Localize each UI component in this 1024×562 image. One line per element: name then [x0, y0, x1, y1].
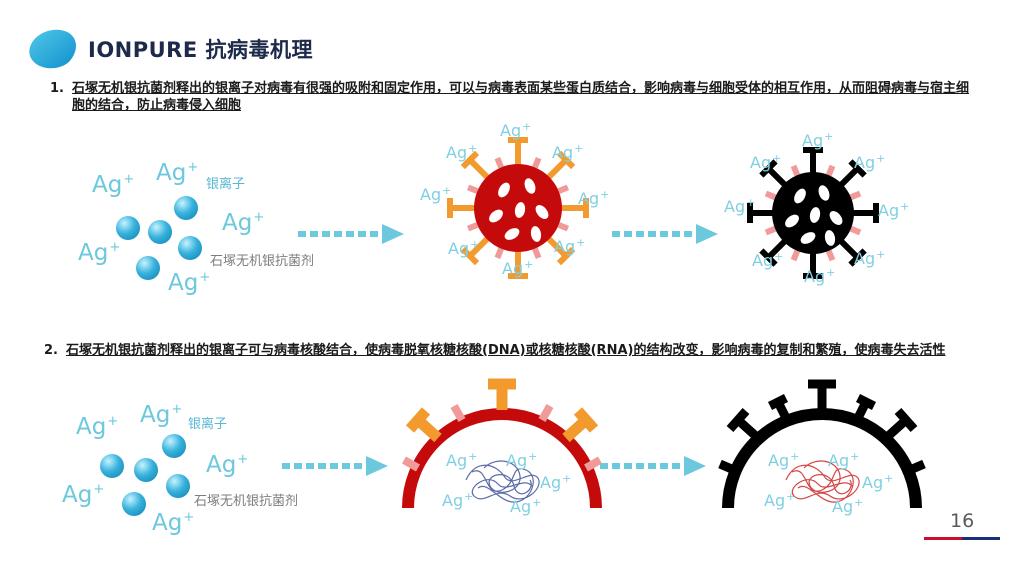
virus-half-inactive-icon: [718, 379, 926, 509]
silver-ion-label: Ag+: [768, 450, 800, 470]
silver-ion-label: Ag+: [554, 236, 586, 256]
logo-blob-icon: [29, 29, 77, 69]
silver-ion-label: Ag+: [442, 490, 474, 510]
silver-particle: [116, 216, 140, 240]
silver-ion-label: Ag+: [152, 510, 195, 536]
virus-active-icon: [447, 137, 589, 279]
silver-ion-label: Ag+: [206, 452, 249, 478]
silver-ion-label: Ag+: [552, 142, 584, 162]
silver-ion-label: Ag+: [502, 258, 534, 278]
dotted-arrow-icon: [282, 456, 388, 476]
silver-ion-label: Ag+: [446, 450, 478, 470]
antibacterial-agent-caption: 石塚无机银抗菌剂: [194, 494, 299, 509]
footer-bar-blue: [962, 537, 1000, 540]
dotted-arrow-icon: [600, 456, 706, 476]
point-text: 石塚无机银抗菌剂释出的银离子对病毒有很强的吸附和固定作用，可以与病毒表面某些蛋白…: [72, 81, 970, 113]
point-text: 石塚无机银抗菌剂释出的银离子可与病毒核酸结合，使病毒脱氧核糖核酸(DNA)或核糖…: [66, 343, 946, 358]
silver-ion-label: Ag+: [506, 450, 538, 470]
silver-ion-label: Ag+: [862, 472, 894, 492]
antibacterial-agent-caption: 石塚无机银抗菌剂: [210, 254, 315, 269]
silver-ion-label: Ag+: [78, 240, 121, 266]
silver-ion-label: Ag+: [724, 196, 756, 216]
silver-ion-label: Ag+: [420, 184, 452, 204]
silver-ion-label: Ag+: [92, 172, 135, 198]
silver-ion-label: Ag+: [764, 490, 796, 510]
point-number: 1.: [50, 81, 64, 96]
silver-ion-label: Ag+: [854, 152, 886, 172]
page-title: IONPURE 抗病毒机理: [88, 38, 314, 62]
silver-ion-label: Ag+: [578, 188, 610, 208]
dna-strand-icon: [785, 460, 860, 503]
silver-ion-label: Ag+: [62, 482, 105, 508]
silver-particle: [166, 474, 190, 498]
point-number: 2.: [44, 343, 58, 358]
silver-ion-label: Ag+: [878, 200, 910, 220]
dna-strand-icon: [465, 460, 540, 503]
silver-ion-label: Ag+: [510, 496, 542, 516]
silver-ion-label: Ag+: [76, 414, 119, 440]
silver-ion-label: Ag+: [832, 496, 864, 516]
silver-ion-label: Ag+: [222, 210, 265, 236]
silver-ion-label: Ag+: [168, 270, 211, 296]
silver-particle: [174, 196, 198, 220]
silver-ion-label: Ag+: [140, 402, 183, 428]
silver-ion-label: Ag+: [540, 472, 572, 492]
silver-particle: [134, 458, 158, 482]
silver-particle: [178, 236, 202, 260]
virus-half-icon: [402, 378, 602, 509]
silver-ion-label: Ag+: [446, 142, 478, 162]
silver-particle: [100, 454, 124, 478]
silver-particle: [122, 492, 146, 516]
silver-ion-label: Ag+: [750, 152, 782, 172]
silver-ion-label: Ag+: [448, 238, 480, 258]
footer-bar-red: [924, 537, 962, 540]
silver-ion-label: Ag+: [802, 130, 834, 150]
silver-ion-label: Ag+: [752, 250, 784, 270]
dotted-arrow-icon: [612, 224, 718, 244]
page-number: 16: [950, 510, 975, 532]
silver-particle: [136, 256, 160, 280]
silver-particle: [148, 220, 172, 244]
virus-inactive-icon: [747, 147, 879, 279]
silver-ion-caption: 银离子: [188, 417, 228, 432]
silver-ion-label: Ag+: [156, 160, 199, 186]
silver-ion-label: Ag+: [500, 120, 532, 140]
silver-ion-label: Ag+: [828, 450, 860, 470]
silver-ion-label: Ag+: [804, 266, 836, 286]
silver-particle: [162, 434, 186, 458]
dotted-arrow-icon: [298, 224, 404, 244]
silver-ion-caption: 银离子: [206, 177, 246, 192]
silver-ion-label: Ag+: [854, 248, 886, 268]
